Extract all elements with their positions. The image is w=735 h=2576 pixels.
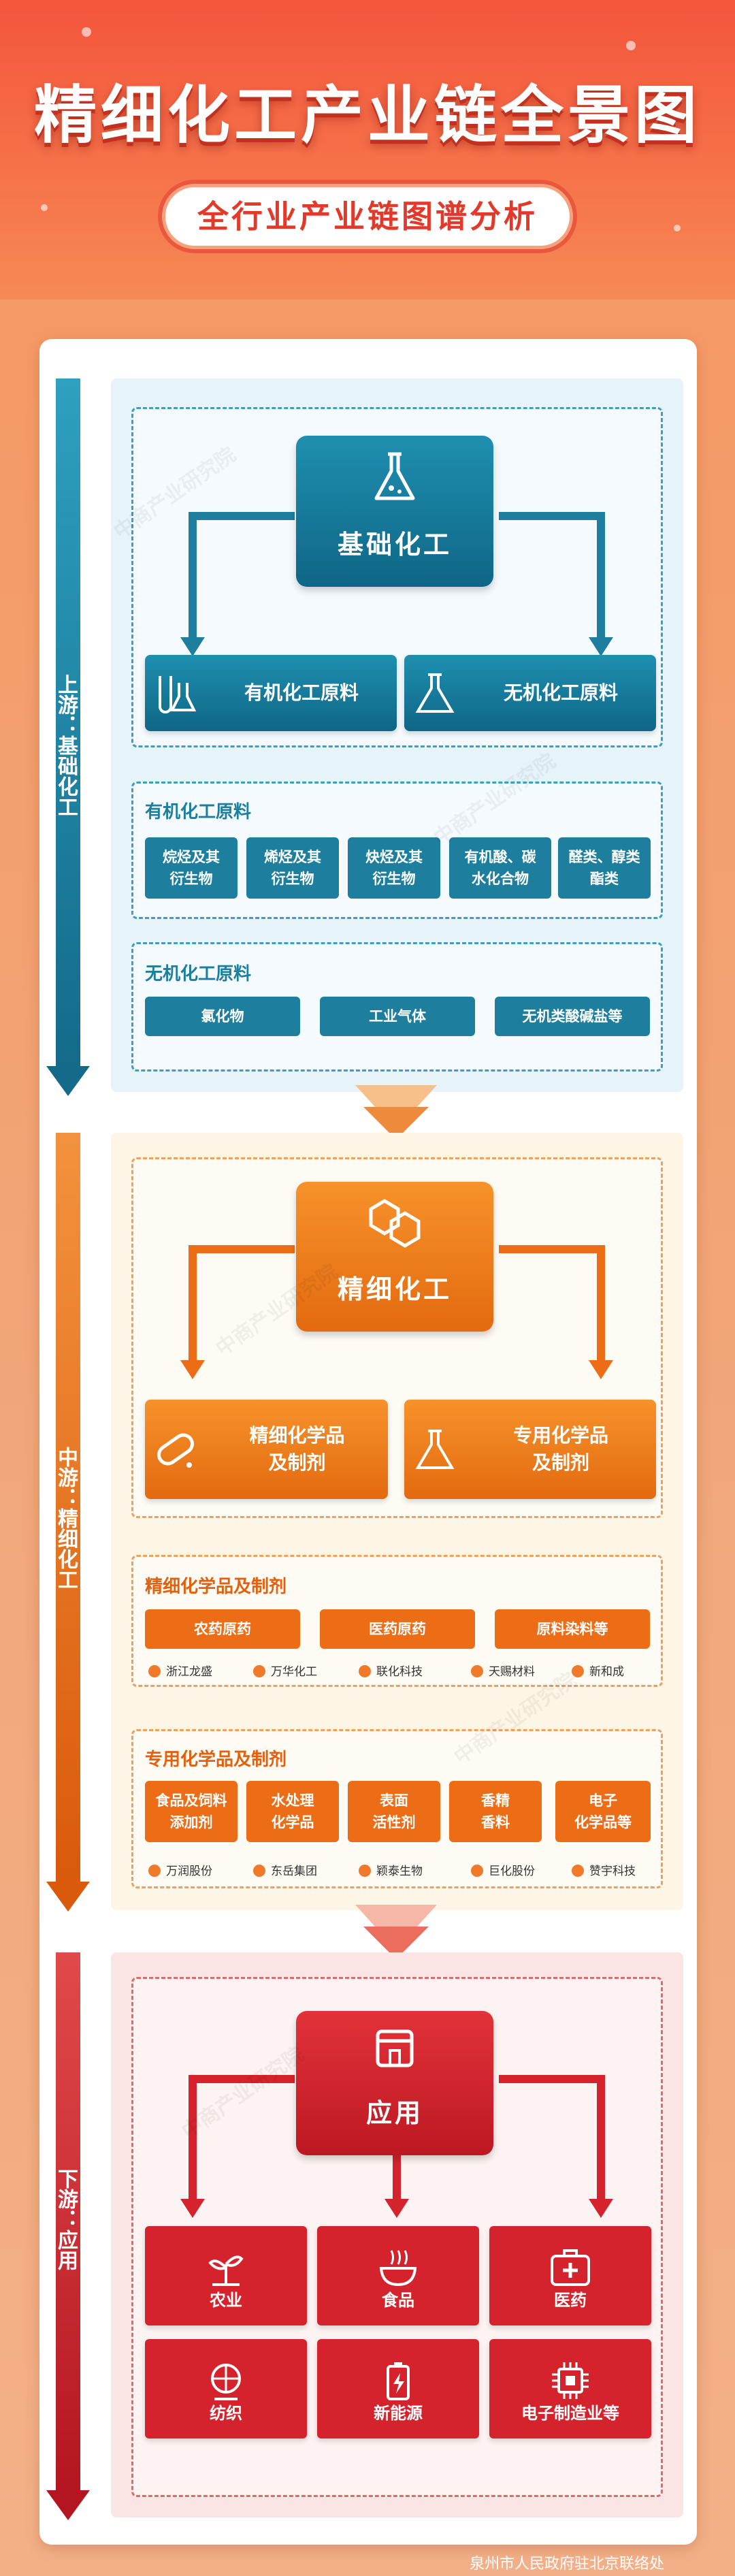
special-chemicals-node: 专用化学品 及制剂	[404, 1400, 656, 1499]
app-textile: 纺织	[145, 2339, 307, 2438]
organic-raw-node: 有机化工原料	[145, 655, 397, 731]
bowl-icon	[379, 2250, 417, 2287]
company-icon	[471, 1865, 483, 1877]
benzene-icon	[369, 1199, 421, 1248]
app-label: 电子制造业等	[521, 2404, 619, 2423]
company-label: 颖泰生物	[359, 1861, 423, 1878]
organic-item: 醛类、醇类 酯类	[558, 837, 651, 899]
company-label: 巨化股份	[471, 1861, 535, 1878]
app-label: 食品	[382, 2291, 414, 2310]
storefront-icon	[376, 2029, 414, 2067]
fine-chem-node: 精细化工	[296, 1182, 493, 1332]
upstream-label: 上游：基础化工	[54, 674, 78, 817]
application-node: 应用	[296, 2011, 493, 2155]
capsule-icon	[157, 1433, 194, 1468]
chip-icon	[552, 2362, 589, 2399]
company-icon	[148, 1665, 161, 1677]
app-agriculture: 农业	[145, 2226, 307, 2325]
app-food: 食品	[317, 2226, 479, 2325]
credit-text: 泉州市人民政府驻北京联络处	[470, 2556, 665, 2573]
header-background	[0, 0, 735, 313]
special-item: 表面 活性剂	[348, 1781, 440, 1842]
downstream-arrow	[46, 1952, 90, 2524]
fine-title: 精细化学品及制剂	[145, 1577, 287, 1597]
subtitle-pill: 全行业产业链图谱分析	[162, 184, 573, 249]
medical-kit-icon	[551, 2249, 590, 2286]
fine-chemicals-node: 精细化学品 及制剂	[145, 1400, 388, 1499]
fine-item: 医药原药	[320, 1609, 475, 1649]
inorganic-item: 氯化物	[145, 997, 300, 1036]
special-item: 水处理 化学品	[246, 1781, 339, 1842]
app-label: 新能源	[374, 2404, 423, 2423]
company-icon	[572, 1865, 584, 1877]
app-electronics: 电子制造业等	[489, 2339, 651, 2438]
page-subtitle: 全行业产业链图谱分析	[197, 198, 538, 235]
company-label: 万华化工	[253, 1662, 317, 1679]
company-label: 浙江龙盛	[148, 1662, 212, 1679]
battery-bolt-icon	[387, 2362, 410, 2400]
app-new-energy: 新能源	[317, 2339, 479, 2438]
downstream-label: 下游：应用	[54, 2168, 78, 2270]
company-icon	[253, 1665, 265, 1677]
upstream-connectors	[180, 512, 613, 656]
company-label: 赞宇科技	[572, 1861, 636, 1878]
company-icon	[253, 1865, 265, 1877]
company-label: 万润股份	[148, 1861, 212, 1878]
app-label: 医药	[554, 2291, 587, 2310]
inorganic-raw-node: 无机化工原料	[404, 655, 656, 731]
organic-item: 炔烃及其 衍生物	[348, 837, 440, 899]
fine-chemicals-label: 精细化学品 及制剂	[249, 1424, 345, 1474]
fine-chem-label: 精细化工	[337, 1274, 452, 1304]
organic-item: 烯烃及其 衍生物	[246, 837, 339, 899]
app-medicine: 医药	[489, 2226, 651, 2325]
company-icon	[359, 1865, 371, 1877]
inorganic-raw-label: 无机化工原料	[503, 681, 618, 704]
company-label: 联化科技	[359, 1662, 423, 1679]
beaker-icon	[415, 673, 455, 713]
upstream-arrow	[46, 379, 90, 1099]
special-title: 专用化学品及制剂	[145, 1750, 287, 1770]
company-label: 新和成	[572, 1662, 624, 1679]
flask-icon	[374, 452, 415, 500]
sparkle-decoration	[82, 27, 91, 37]
midstream-arrow	[46, 1133, 90, 1917]
special-item: 香精 香料	[449, 1781, 542, 1842]
app-label: 农业	[210, 2291, 242, 2310]
special-item: 食品及饲料 添加剂	[145, 1781, 238, 1842]
inorganic-item: 工业气体	[320, 997, 475, 1036]
inorganic-title: 无机化工原料	[145, 964, 252, 984]
fine-item: 农药原药	[145, 1609, 300, 1649]
company-icon	[572, 1665, 584, 1677]
company-icon	[148, 1865, 161, 1877]
sprout-icon	[208, 2255, 244, 2286]
sparkle-decoration	[626, 41, 636, 50]
special-item: 电子 化学品等	[555, 1781, 651, 1842]
inorganic-item: 无机类酸碱盐等	[495, 997, 650, 1036]
basic-chem-label: 基础化工	[337, 530, 452, 560]
spinning-wheel-icon	[211, 2364, 241, 2400]
page-title: 精细化工产业链全景图	[33, 79, 701, 152]
company-icon	[359, 1665, 371, 1677]
app-label: 纺织	[210, 2404, 242, 2423]
application-label: 应用	[365, 2098, 423, 2128]
special-chemicals-label: 专用化学品 及制剂	[512, 1424, 608, 1474]
company-label: 天赐材料	[471, 1662, 535, 1679]
basic-chem-node: 基础化工	[296, 436, 493, 587]
organic-title: 有机化工原料	[145, 802, 252, 822]
midstream-connectors	[180, 1245, 613, 1379]
fine-item: 原料染料等	[495, 1609, 650, 1649]
organic-item: 烷烃及其 衍生物	[145, 837, 238, 899]
midstream-label: 中游：精细化工	[54, 1447, 78, 1590]
sparkle-decoration	[41, 204, 48, 211]
company-icon	[471, 1665, 483, 1677]
sparkle-decoration	[674, 225, 681, 231]
test-tubes-icon	[159, 676, 197, 713]
company-label: 东岳集团	[253, 1861, 317, 1878]
beaker-icon	[415, 1430, 455, 1469]
organic-item: 有机酸、碳 水化合物	[449, 837, 551, 899]
organic-raw-label: 有机化工原料	[244, 681, 359, 704]
